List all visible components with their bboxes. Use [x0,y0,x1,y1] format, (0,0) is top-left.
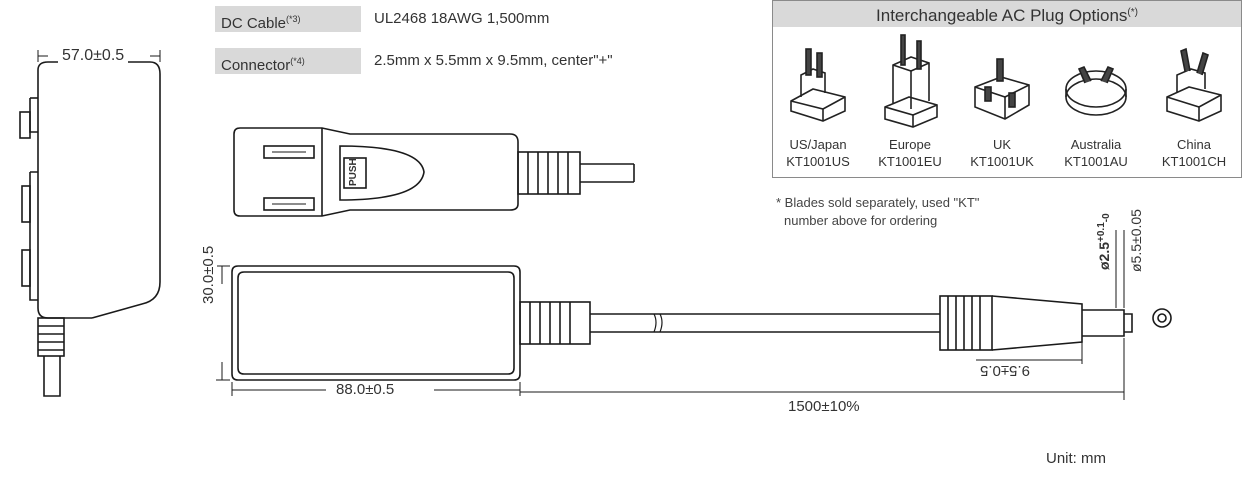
plug-name: UK [992,137,1012,152]
side-width-dimension: 57.0±0.5 [58,47,129,65]
plug-option-au: Australia KT1001AU [1051,31,1141,170]
body-height-dimension: 30.0±0.5 [200,243,217,306]
inner-diameter-dimension: ø2.5+0.1-0 [1096,213,1112,270]
unit-label: Unit: mm [1046,450,1106,467]
plug-code: KT1001UK [970,154,1034,169]
side-view [19,50,161,397]
plug-option-us: US/Japan KT1001US [773,31,863,170]
us-plug-icon [790,48,846,122]
plug-name: Europe [889,137,931,152]
outer-diameter-dimension: ø5.5±0.05 [1128,209,1144,272]
plug-name: Australia [1070,137,1122,152]
au-plug-icon [1065,65,1127,116]
plug-options-title: Interchangeable AC Plug Options(*) [773,1,1241,27]
plug-code: KT1001AU [1064,154,1128,169]
plug-length-dimension: 9.5±0.5 [980,362,1030,379]
push-label: PUSH [348,158,359,186]
plug-code: KT1001EU [878,154,942,169]
top-view [233,127,635,217]
spec-label-connector: Connector(*4) [215,48,361,74]
eu-plug-icon [884,34,938,128]
dimension-lines [216,230,1125,400]
uk-plug-icon [974,58,1030,120]
plug-code: KT1001CH [1161,154,1227,169]
cable-length-dimension: 1500±10% [788,398,860,415]
body-length-dimension: 88.0±0.5 [336,381,395,398]
plug-name: China [1177,137,1211,152]
plug-options-panel: Interchangeable AC Plug Options(*) US/Ja… [772,0,1242,178]
spec-label-dc-cable: DC Cable(*3) [215,6,361,32]
plug-option-eu: Europe KT1001EU [865,31,955,170]
plug-option-uk: UK KT1001UK [957,31,1047,170]
spec-value-dc-cable: UL2468 18AWG 1,500mm [374,10,550,27]
plug-name: US/Japan [789,137,847,152]
spec-value-connector: 2.5mm x 5.5mm x 9.5mm, center"+" [374,52,613,69]
blades-note-line2: number above for ordering [784,213,938,228]
front-view [231,265,1172,381]
plug-option-cn: China KT1001CH [1149,31,1239,170]
blades-note-line1: * Blades sold separately, used "KT" [776,195,980,210]
cn-plug-icon [1166,47,1222,122]
plug-code: KT1001US [786,154,850,169]
